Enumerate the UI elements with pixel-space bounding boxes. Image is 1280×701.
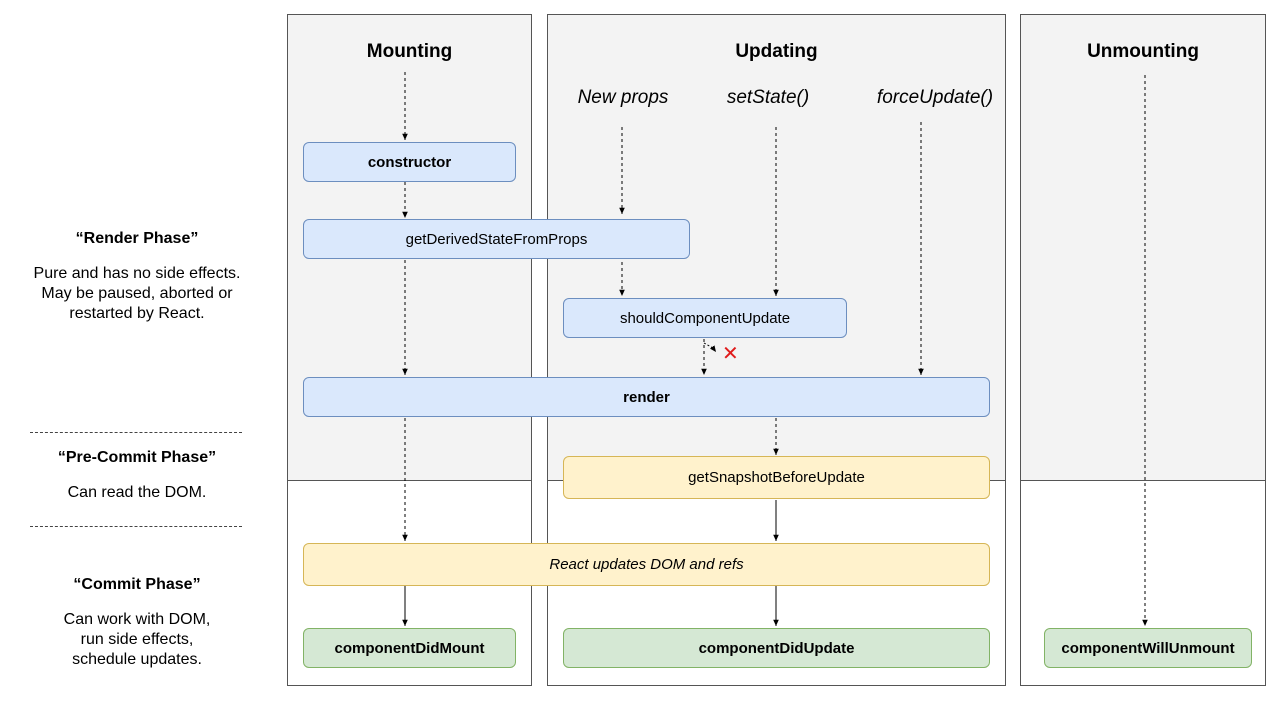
unmounting-render-area: [1021, 15, 1265, 481]
trigger-new-props: New props: [577, 87, 669, 108]
render-phase-title: “Render Phase”: [75, 230, 199, 247]
commit-phase-text: Can work with DOM, run side effects, sch…: [0, 610, 274, 670]
trigger-force-update: forceUpdate(): [876, 87, 994, 108]
commit-phase-line-2: run side effects,: [80, 631, 194, 648]
mounting-title: Mounting: [366, 41, 453, 62]
render-phase-line-1: Pure and has no side effects.: [33, 265, 241, 282]
pre-commit-phase-line-1: Can read the DOM.: [67, 484, 207, 501]
arrow-scu-cancel: [703, 342, 717, 353]
commit-phase-description: “Commit Phase” Can work with DOM, run si…: [0, 576, 274, 670]
unmounting-column: Unmounting: [1020, 14, 1266, 686]
commit-phase-line-1: Can work with DOM,: [63, 611, 211, 628]
render-phase-line-2: May be paused, aborted or: [41, 285, 233, 302]
updating-title: Updating: [735, 41, 818, 62]
pre-commit-phase-title: “Pre-Commit Phase”: [57, 449, 217, 466]
pre-commit-phase-text: Can read the DOM.: [0, 483, 274, 503]
phase-separator-1: [30, 432, 242, 433]
phase-separator-2: [30, 526, 242, 527]
trigger-set-state: setState(): [726, 87, 810, 108]
get-derived-state-from-props-box: getDerivedStateFromProps: [303, 219, 690, 259]
commit-phase-line-3: schedule updates.: [72, 651, 202, 668]
render-phase-description: “Render Phase” Pure and has no side effe…: [0, 230, 274, 324]
render-phase-line-3: restarted by React.: [69, 305, 205, 322]
get-snapshot-before-update-box: getSnapshotBeforeUpdate: [563, 456, 990, 499]
x-mark-icon: ✕: [722, 343, 739, 365]
react-updates-dom-box: React updates DOM and refs: [303, 543, 990, 586]
component-did-mount-box: componentDidMount: [303, 628, 516, 668]
constructor-box: constructor: [303, 142, 516, 182]
should-component-update-box: shouldComponentUpdate: [563, 298, 847, 338]
component-did-update-box: componentDidUpdate: [563, 628, 990, 668]
component-will-unmount-box: componentWillUnmount: [1044, 628, 1252, 668]
unmounting-title: Unmounting: [1087, 41, 1199, 62]
commit-phase-title: “Commit Phase”: [73, 576, 201, 593]
render-box: render: [303, 377, 990, 417]
render-phase-text: Pure and has no side effects. May be pau…: [0, 264, 274, 324]
pre-commit-phase-description: “Pre-Commit Phase” Can read the DOM.: [0, 449, 274, 503]
